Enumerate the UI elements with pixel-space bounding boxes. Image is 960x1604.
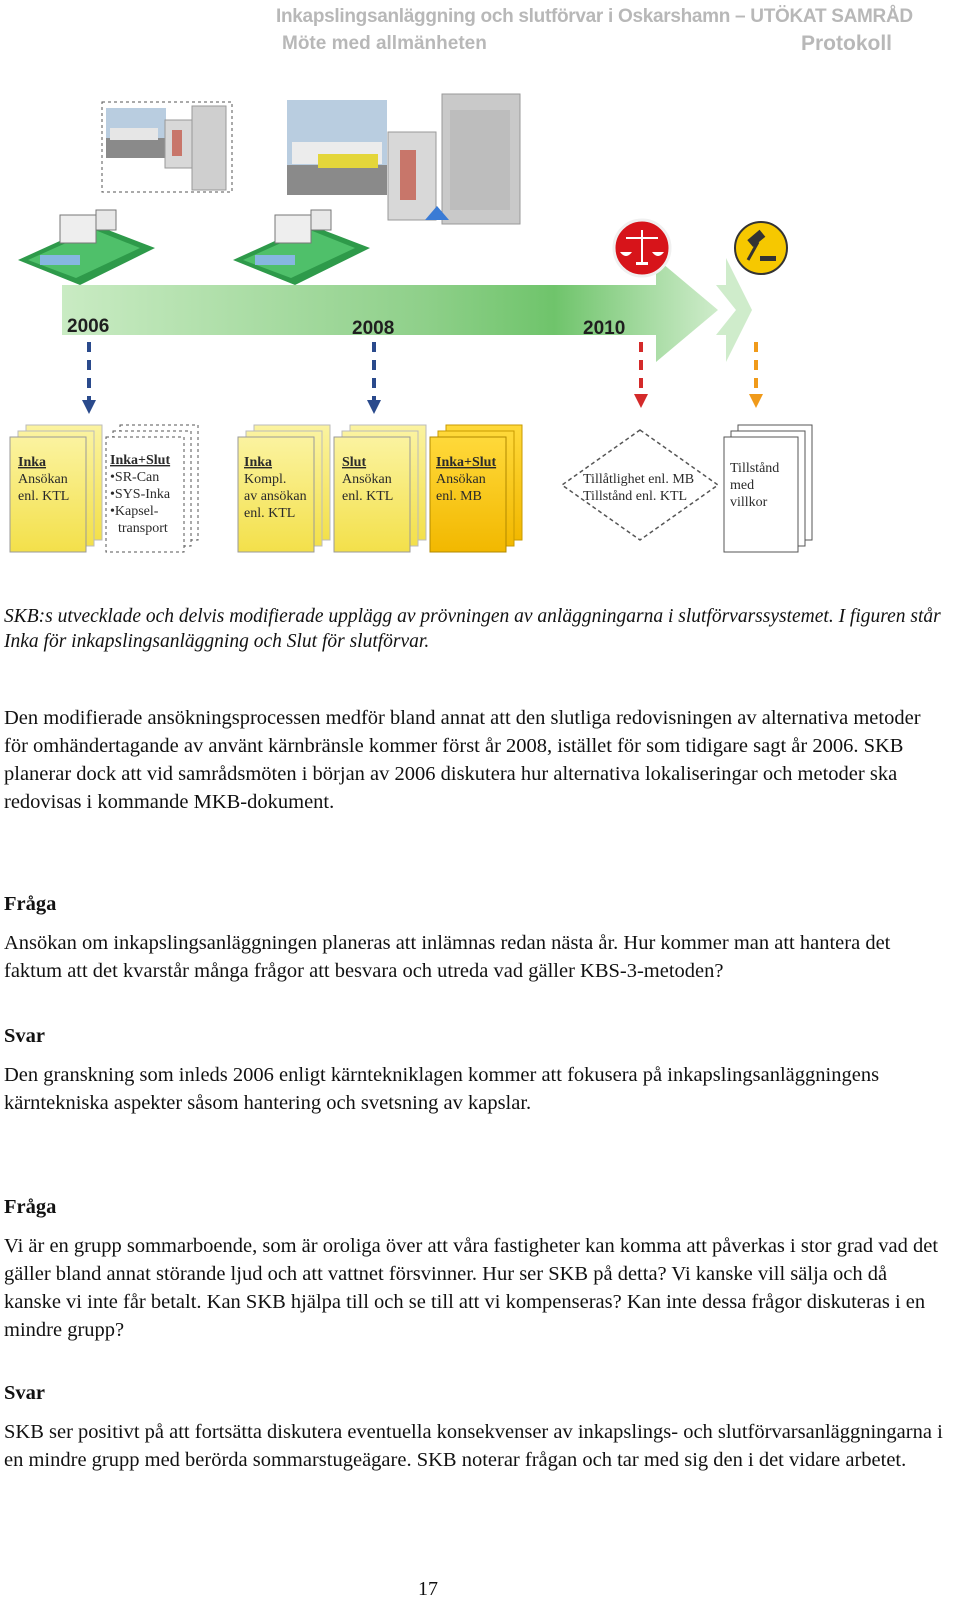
svg-text:transport: transport — [118, 521, 168, 536]
doc-stack-inka-ansokan: Inka Ansökan enl. KTL — [9, 424, 103, 553]
question-text-2: Vi är en grupp sommarboende, som är orol… — [4, 1235, 939, 1341]
timeline-arrow — [62, 258, 718, 362]
year-label-2010: 2010 — [583, 318, 625, 339]
doc-stack-inka-slut-mb: Inka+Slut Ansökan enl. MB — [429, 424, 523, 553]
answer-label-2: Svar — [4, 1382, 45, 1404]
site-map-illustration-2 — [233, 209, 370, 285]
process-timeline-figure: 2006 2008 2010 Inka Ansökan enl. — [9, 93, 813, 553]
svg-text:av ansökan: av ansökan — [244, 489, 307, 504]
header-doc-type: Protokoll — [801, 32, 893, 55]
answer-label-1: Svar — [4, 1025, 45, 1047]
svg-text:Ansökan: Ansökan — [18, 472, 68, 487]
svg-text:Inka+Slut: Inka+Slut — [436, 455, 496, 470]
dashed-arrow-final — [749, 342, 763, 408]
question-text-1: Ansökan om inkapslingsanläggningen plane… — [4, 932, 891, 982]
year-label-2008: 2008 — [352, 318, 394, 339]
dashed-arrow-2008 — [367, 342, 381, 414]
doc-stack-permit: Tillstånd med villkor — [723, 424, 813, 553]
figure-caption: SKB:s utvecklade och delvis modifierade … — [4, 606, 941, 652]
facility-illustration-small — [101, 101, 233, 193]
question-label-1: Fråga — [4, 893, 57, 915]
svg-text:•SR-Can: •SR-Can — [110, 470, 159, 485]
decision-diamond: Tillåtlighet enl. MB Tillstånd enl. KTL — [560, 429, 720, 541]
answer-text-1: Den granskning som inleds 2006 enligt kä… — [4, 1064, 880, 1114]
svg-text:Tillåtlighet enl. MB: Tillåtlighet enl. MB — [583, 472, 694, 487]
answer-text-2: SKB ser positivt på att fortsätta diskut… — [4, 1421, 943, 1471]
doc-stack-slut-ansokan: Slut Ansökan enl. KTL — [333, 424, 427, 553]
svg-text:Tillstånd: Tillstånd — [730, 461, 779, 476]
svg-text:Ansökan: Ansökan — [436, 472, 486, 487]
timeline-arrow-extension — [716, 258, 752, 362]
svg-text:•SYS-Inka: •SYS-Inka — [110, 487, 171, 502]
year-label-2006: 2006 — [67, 316, 109, 337]
svg-text:Inka+Slut: Inka+Slut — [110, 453, 170, 468]
paragraph-intro: Den modifierade ansökningsprocessen medf… — [4, 707, 921, 813]
svg-text:Inka: Inka — [244, 455, 272, 470]
page-number: 17 — [418, 1578, 438, 1600]
svg-text:enl. MB: enl. MB — [436, 489, 482, 504]
svg-text:enl. KTL: enl. KTL — [18, 489, 69, 504]
site-map-illustration-1 — [18, 209, 155, 285]
svg-text:villkor: villkor — [730, 495, 768, 510]
facility-illustration-large — [287, 93, 521, 225]
question-label-2: Fråga — [4, 1196, 57, 1218]
doc-stack-inka-kompl: Inka Kompl. av ansökan enl. KTL — [237, 424, 331, 553]
header-subtitle: Möte med allmänheten — [282, 33, 487, 54]
dashed-arrow-2006 — [82, 342, 96, 414]
svg-text:Kompl.: Kompl. — [244, 472, 286, 487]
svg-text:enl. KTL: enl. KTL — [342, 489, 393, 504]
svg-text:enl. KTL: enl. KTL — [244, 506, 295, 521]
header-title: Inkapslingsanläggning och slutförvar i O… — [276, 6, 913, 27]
svg-text:Slut: Slut — [342, 455, 366, 470]
doc-stack-inka-slut-reports: Inka+Slut •SR-Can •SYS-Inka •Kapsel- tra… — [105, 424, 199, 553]
svg-text:Ansökan: Ansökan — [342, 472, 392, 487]
svg-text:med: med — [730, 478, 754, 493]
svg-text:Inka: Inka — [18, 455, 46, 470]
scales-of-justice-icon — [612, 218, 672, 278]
gavel-icon — [734, 221, 788, 275]
svg-text:Tillstånd enl. KTL: Tillstånd enl. KTL — [583, 489, 687, 504]
svg-text:•Kapsel-: •Kapsel- — [110, 504, 159, 519]
dashed-arrow-2010 — [634, 342, 648, 408]
